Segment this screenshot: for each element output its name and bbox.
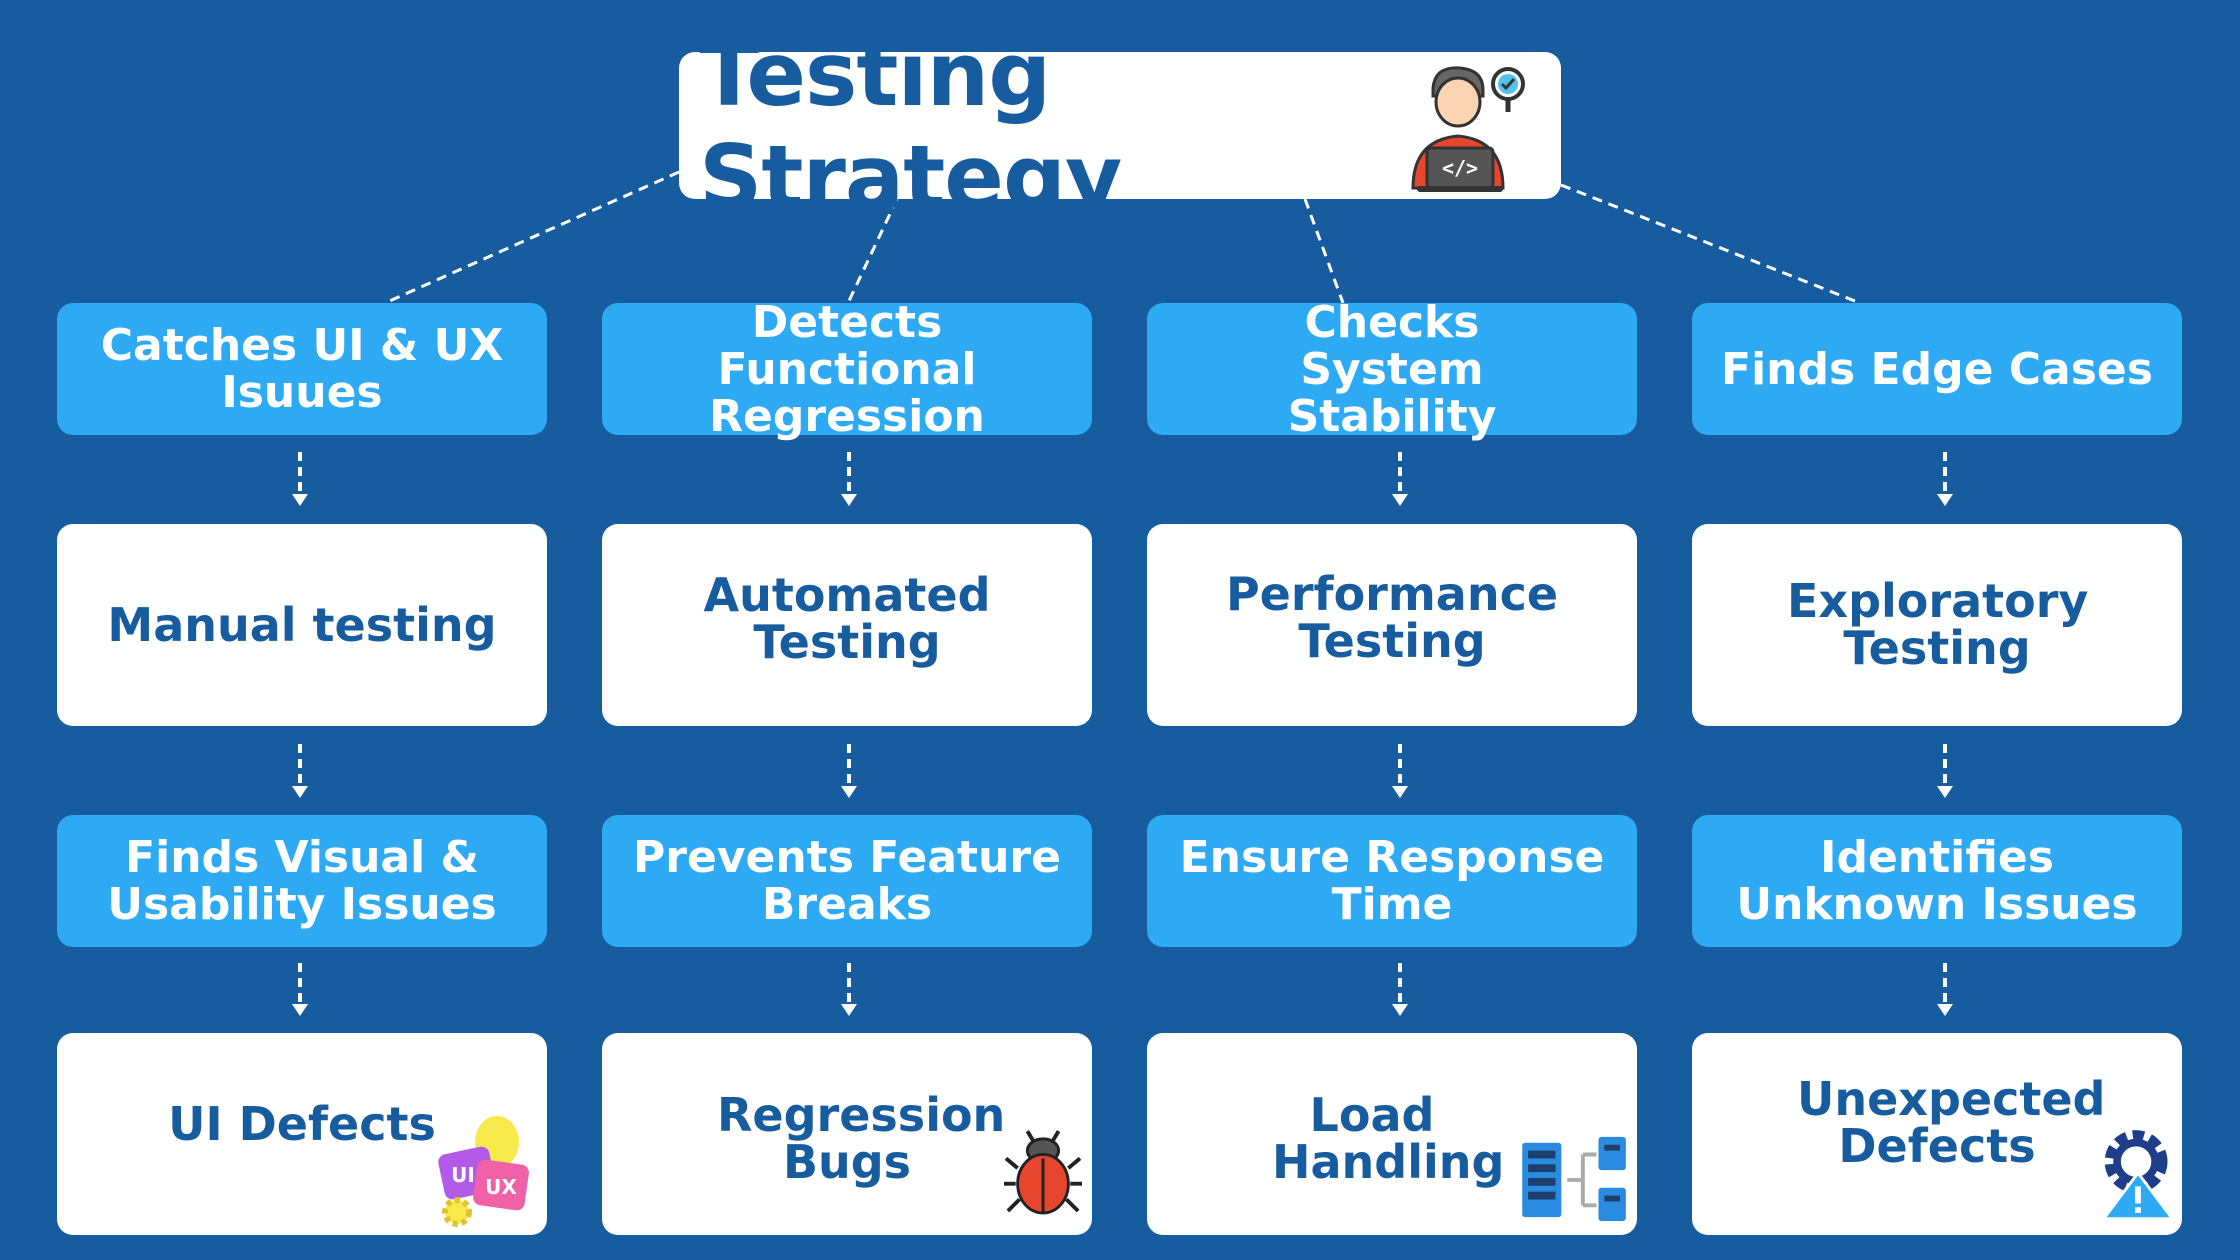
title-box: Testing Strategy </> [679, 23, 1561, 229]
benefit-box-4: Identifies Unknown Issues [1692, 815, 2182, 947]
outcome-box-3: Load Handling [1147, 1033, 1637, 1235]
down-arrow-head [292, 786, 308, 798]
ui-icon-text: UI [451, 1163, 475, 1187]
svg-text:</>: </> [1442, 156, 1478, 180]
method-box-4: Exploratory Testing [1692, 524, 2182, 726]
need-label: Finds Edge Cases [1721, 343, 2153, 395]
method-label: Performance Testing [1225, 567, 1559, 668]
outcome-box-1: UI Defects UI UX [57, 1033, 547, 1235]
outcome-label: Unexpected Defects [1797, 1072, 2106, 1173]
benefit-box-3: Ensure Response Time [1147, 815, 1637, 947]
down-arrow-head [841, 786, 857, 798]
title-connector-1 [384, 170, 680, 305]
method-box-2: Automated Testing [602, 524, 1092, 726]
outcome-label: UI Defects [168, 1096, 436, 1151]
down-arrow-head [1392, 786, 1408, 798]
need-box-1: Catches UI & UX Isuues [57, 303, 547, 435]
benefit-box-2: Prevents Feature Breaks [602, 815, 1092, 947]
outcome-box-4: Unexpected Defects [1692, 1033, 2182, 1235]
down-arrow-head [1937, 1004, 1953, 1016]
page-title: Testing Strategy [699, 22, 1122, 229]
need-box-3: Checks System Stability [1147, 299, 1637, 440]
ux-icon-text: UX [485, 1175, 517, 1199]
warning-gear-icon [2100, 1130, 2176, 1221]
down-arrow-head [1392, 494, 1408, 506]
down-arrow-head [292, 1004, 308, 1016]
method-label: Automated Testing [703, 568, 991, 669]
server-icon [1522, 1136, 1626, 1221]
need-label: Checks System Stability [1287, 296, 1497, 442]
bug-icon [1004, 1130, 1082, 1215]
method-box-1: Manual testing [57, 524, 547, 726]
benefit-box-1: Finds Visual & Usability Issues [57, 815, 547, 947]
down-arrow-head [292, 494, 308, 506]
down-arrow-head [841, 494, 857, 506]
benefit-label: Prevents Feature Breaks [633, 832, 1061, 930]
down-arrow-head [841, 1004, 857, 1016]
need-label: Catches UI & UX Isuues [100, 320, 504, 418]
benefit-label: Finds Visual & Usability Issues [107, 832, 497, 930]
outcome-label: Load Handling [1272, 1088, 1505, 1189]
down-arrow-head [1937, 786, 1953, 798]
down-arrow-head [1937, 494, 1953, 506]
outcome-box-2: Regression Bugs [602, 1033, 1092, 1235]
outcome-label: Regression Bugs [717, 1088, 1006, 1189]
method-label: Exploratory Testing [1787, 574, 2089, 675]
ui-ux-icon: UI UX [438, 1116, 529, 1227]
title-connector-4 [1560, 183, 1861, 305]
benefit-label: Identifies Unknown Issues [1736, 832, 2138, 930]
need-box-4: Finds Edge Cases [1692, 303, 2182, 435]
need-box-2: Detects Functional Regression [602, 299, 1092, 440]
down-arrow-head [1392, 1004, 1408, 1016]
method-label: Manual testing [107, 597, 497, 652]
benefit-label: Ensure Response Time [1179, 832, 1605, 930]
method-box-3: Performance Testing [1147, 524, 1637, 726]
developer-icon: </> [1411, 66, 1525, 192]
need-label: Detects Functional Regression [709, 296, 985, 442]
